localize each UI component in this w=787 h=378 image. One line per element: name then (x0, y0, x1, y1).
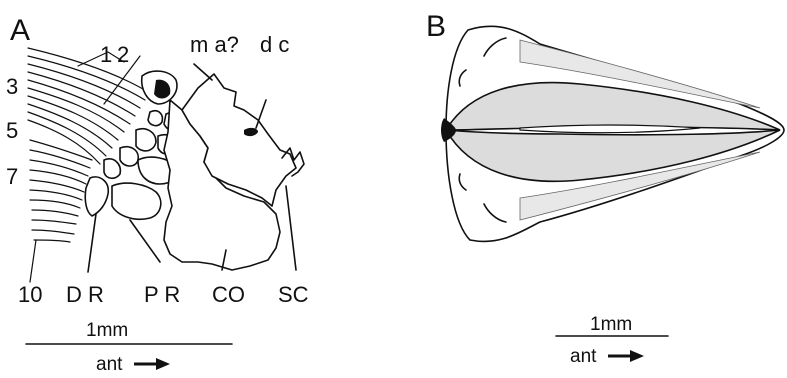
scale-a-arrow-icon (134, 358, 170, 370)
label-sc: SC (278, 282, 309, 307)
hook-lower-2 (484, 204, 506, 222)
panel-a-letter: A (10, 14, 30, 47)
label-pr: P R (144, 282, 180, 307)
panel-a: A (6, 14, 309, 375)
dr-pointer (88, 214, 96, 272)
label-co: CO (212, 282, 245, 307)
ma-pointer (194, 64, 212, 80)
ray-label-10: 10 (18, 282, 42, 307)
upper-lobe (446, 83, 780, 130)
label-dc: d c (260, 32, 289, 57)
label-ma: m a? (190, 32, 239, 57)
panel-b: B 1mm ant (426, 10, 784, 367)
lower-lobe (446, 130, 780, 181)
scale-b-direction: ant (570, 346, 597, 367)
label-dr: D R (66, 282, 104, 307)
scale-b-length: 1mm (590, 314, 632, 335)
hook-lower-1 (459, 174, 466, 190)
ray-label-7: 7 (6, 164, 18, 189)
pr-pointer (130, 220, 160, 262)
ray-label-2: 2 (117, 42, 129, 67)
ray-label-3: 3 (6, 74, 18, 99)
scale-a-length: 1mm (86, 320, 128, 341)
scale-b-arrow-icon (608, 350, 644, 362)
panel-b-letter: B (426, 10, 446, 43)
ray-label-1: 1 (100, 42, 112, 67)
distal-radial (85, 177, 108, 216)
ray-10-pointer (30, 240, 36, 282)
hook-upper-2 (459, 70, 466, 86)
ray-label-5: 5 (6, 118, 18, 143)
hook-upper-1 (484, 38, 506, 56)
sc-pointer (286, 186, 296, 270)
scale-a-direction: ant (96, 354, 123, 375)
midline-slit (520, 125, 700, 133)
proximal-radial (112, 183, 161, 219)
